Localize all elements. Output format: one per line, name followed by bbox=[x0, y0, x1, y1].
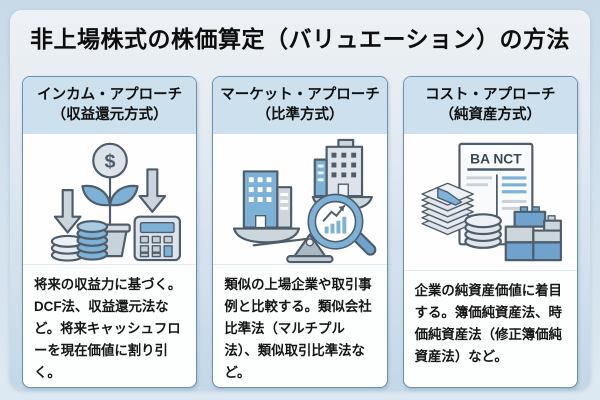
plant-icon bbox=[80, 176, 139, 232]
balance-sheet-assets-icon: BA NCT bbox=[421, 142, 563, 262]
approach-name: マーケット・アプローチ bbox=[220, 87, 380, 103]
card-header: マーケット・アプローチ （比準方式） bbox=[213, 77, 387, 134]
scale-pan-icon bbox=[232, 227, 301, 244]
card-header: インカム・アプローチ （収益還元方式） bbox=[23, 77, 197, 134]
approach-columns: インカム・アプローチ （収益還元方式） bbox=[22, 76, 578, 388]
approach-method: （収益還元方式） bbox=[51, 107, 168, 123]
scale-fulcrum-icon bbox=[252, 233, 334, 264]
coin-stack-icon bbox=[464, 213, 503, 249]
building-blocks-icon bbox=[504, 206, 563, 262]
approach-description: 将来の収益力に基づく。DCF法、収益還元法など。将来キャッシュフローを現在価値に… bbox=[23, 264, 197, 387]
page-title: 非上場株式の株価算定（バリュエーション）の方法 bbox=[29, 26, 571, 52]
svg-text:$: $ bbox=[104, 150, 115, 172]
building-icon bbox=[313, 138, 364, 198]
cost-approach-card: コスト・アプローチ （純資産方式） BA NCT bbox=[402, 76, 578, 388]
approach-description: 企業の純資産価値に着目する。簿価純資産法、時価純資産法（修正簿価純資産法）など。 bbox=[403, 270, 577, 387]
svg-text:BA NCT: BA NCT bbox=[470, 152, 522, 167]
banknote-stack-icon bbox=[421, 182, 475, 236]
approach-description: 類似の上場企業や取引事例と比較する。類似会社比準法（マルチプル法）、類似取引比準… bbox=[213, 264, 387, 387]
magnifier-chart-icon bbox=[307, 193, 377, 256]
coin-stack-icon bbox=[50, 220, 108, 262]
approach-name: インカム・アプローチ bbox=[37, 87, 183, 103]
building-icon bbox=[242, 170, 293, 229]
arrow-down-icon bbox=[53, 189, 82, 234]
balance-scale-illustration bbox=[213, 134, 387, 264]
card-header: コスト・アプローチ （純資産方式） bbox=[403, 77, 577, 134]
approach-name: コスト・アプローチ bbox=[425, 87, 556, 103]
income-approach-card: インカム・アプローチ （収益還元方式） bbox=[22, 76, 198, 388]
money-plant-illustration: $ bbox=[23, 134, 197, 264]
market-approach-card: マーケット・アプローチ （比準方式） bbox=[212, 76, 388, 388]
scale-buildings-magnifier-icon bbox=[232, 138, 377, 264]
balance-sheet-illustration: BA NCT bbox=[403, 134, 577, 270]
approach-method: （比準方式） bbox=[256, 107, 344, 123]
arrow-down-icon bbox=[138, 168, 166, 213]
money-plant-calculator-icon: $ bbox=[50, 142, 181, 262]
approach-method: （純資産方式） bbox=[439, 107, 542, 123]
calculator-icon bbox=[133, 215, 181, 262]
dollar-coin-icon: $ bbox=[91, 142, 128, 179]
